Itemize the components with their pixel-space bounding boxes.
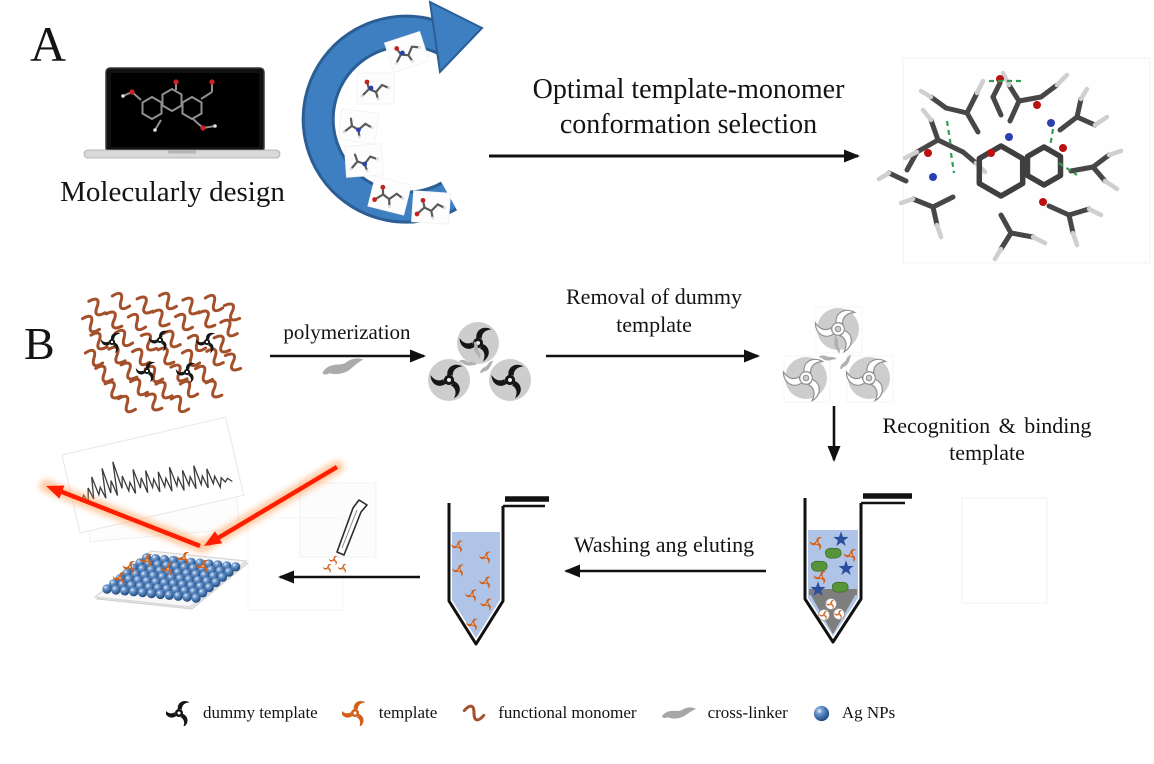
pipette-icon xyxy=(323,499,368,573)
prepolymerization-mixture xyxy=(77,289,247,416)
cross-linker-icon xyxy=(661,707,696,719)
laser-beam-icon xyxy=(39,460,344,553)
ag-nps-array xyxy=(102,553,241,603)
panel-a-caption: Molecularly design xyxy=(60,176,285,208)
legend-label: template xyxy=(378,703,438,722)
legend-label: dummy template xyxy=(203,703,318,722)
template-monomer-complex-icon xyxy=(876,57,1151,264)
panel-b-label: B xyxy=(24,318,55,369)
removal-line1: Removal of dummy xyxy=(566,284,742,309)
optimal-selection-line1: Optimal template-monomer xyxy=(532,74,845,105)
removal-caption: Removal of dummy template xyxy=(534,283,774,339)
ghost-boxes xyxy=(247,306,1048,611)
recognition-line2: template xyxy=(949,440,1025,465)
molecule-on-screen-icon xyxy=(121,79,217,132)
washing-caption: Washing ang eluting xyxy=(573,532,755,557)
panel-a-label: A xyxy=(30,16,67,72)
functional-monomer-candidates xyxy=(337,31,451,225)
mip-with-dummy-template-icon xyxy=(428,322,531,401)
legend-label: functional monomer xyxy=(498,703,637,722)
recognition-line1: Recognition & binding xyxy=(882,413,1092,438)
optimal-selection-line2: conformation selection xyxy=(559,109,818,140)
cross-linker-icon xyxy=(321,357,365,376)
functional-monomer-icon xyxy=(461,703,487,723)
recognition-caption: Recognition & binding template xyxy=(842,412,1132,466)
laptop-icon xyxy=(83,67,281,159)
template-icon xyxy=(342,700,368,726)
mip-with-cavities-icon xyxy=(782,308,890,402)
spectrum-trace-icon xyxy=(80,461,233,505)
sers-substrate-icon xyxy=(93,550,250,610)
dummy-template-icon xyxy=(166,700,192,726)
ag-nps-icon xyxy=(813,705,829,721)
legend-item-functional-monomer: functional monomer xyxy=(461,703,637,723)
legend: dummy template template functional monom… xyxy=(166,700,895,726)
legend-item-template: template xyxy=(342,700,438,726)
legend-item-dummy-template: dummy template xyxy=(166,700,318,726)
polymerization-caption: polymerization xyxy=(283,320,411,344)
binding-tube-icon xyxy=(803,493,912,644)
legend-item-cross-linker: cross-linker xyxy=(661,703,788,723)
removal-line2: template xyxy=(616,312,692,337)
optimal-selection-caption: Optimal template-monomer conformation se… xyxy=(476,72,901,142)
legend-label: Ag NPs xyxy=(841,703,896,722)
eluted-template-tube-icon xyxy=(447,496,549,646)
monomer-selection-curved-arrow-icon xyxy=(301,0,484,225)
legend-item-ag-nps: Ag NPs xyxy=(812,703,895,723)
legend-label: cross-linker xyxy=(707,703,788,722)
